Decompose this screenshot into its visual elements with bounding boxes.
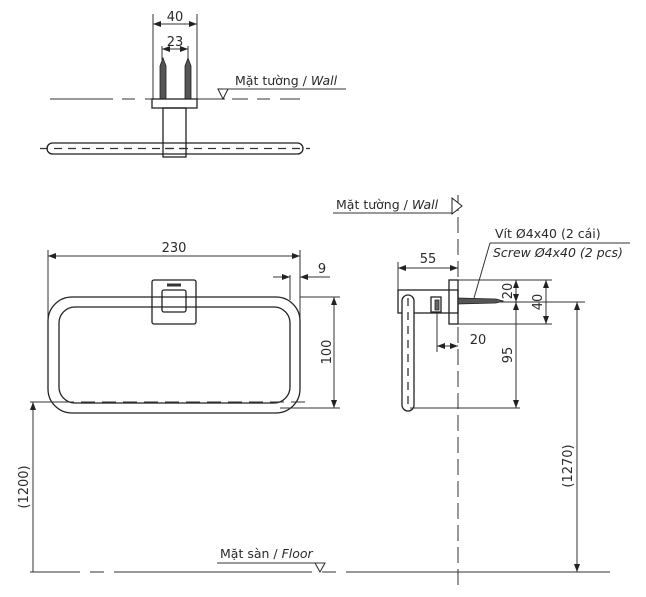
dim-label-1200: (1200) (17, 465, 32, 508)
screw-icon (159, 56, 192, 99)
dim-label-20-height: 20 (501, 283, 516, 300)
wall-screw-icon (457, 297, 505, 305)
floor-label: Mặt sàn / Floor (220, 546, 314, 561)
dim-label-55: 55 (420, 252, 437, 267)
wall-label-side: Mặt tường / Wall (336, 197, 439, 212)
top-view: 40 23 Mặt tường / Wall (40, 10, 346, 158)
towel-bar-side (401, 294, 415, 412)
dim-label-23: 23 (167, 35, 184, 50)
screw-label-vi: Vít Ø4x40 (2 cái) (495, 226, 601, 241)
dim-label-95: 95 (501, 347, 516, 364)
dim-label-1270: (1270) (561, 444, 576, 487)
mount-plate (151, 279, 197, 325)
wall-label-top: Mặt tường / Wall (235, 73, 338, 88)
screw-label-en: Screw Ø4x40 (2 pcs) (493, 245, 623, 260)
side-view: Mặt tường / Wall Vít Ø4x40 (2 cái) Screw… (333, 195, 630, 585)
dim-label-40: 40 (167, 10, 184, 25)
set-screw-icon (433, 299, 441, 313)
dim-label-100: 100 (320, 340, 335, 365)
dim-label-9: 9 (318, 262, 326, 277)
towel-ring (47, 296, 301, 414)
dim-label-20-offset: 20 (470, 333, 487, 348)
floor-line: Mặt sàn / Floor (30, 546, 610, 574)
dim-label-40-side: 40 (531, 294, 546, 311)
wall-plate (448, 279, 459, 325)
front-view: 230 9 100 (1200) (17, 241, 340, 572)
dim-label-230: 230 (162, 241, 187, 256)
